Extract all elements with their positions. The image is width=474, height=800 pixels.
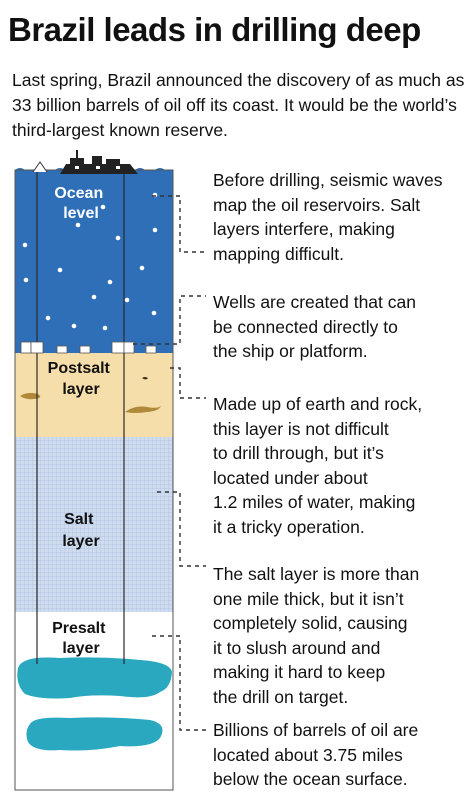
- seismic-dots: [22, 192, 158, 331]
- description-wells: Wells are created that can be connected …: [213, 292, 416, 361]
- drill-ship-icon: [32, 150, 138, 174]
- ocean-layer: [15, 170, 173, 353]
- page-title: Brazil leads in drilling deep: [8, 11, 421, 48]
- salt-layer: [15, 437, 173, 612]
- drill-pipes: [36, 170, 125, 664]
- description-salt: The salt layer is more than one mile thi…: [213, 564, 420, 707]
- sediment-mark: [20, 392, 41, 400]
- description-postsalt: Made up of earth and rock, this layer is…: [213, 394, 423, 537]
- leader-lines: [133, 195, 206, 731]
- ocean-label: Ocean level: [54, 185, 107, 222]
- oil-reservoir: [17, 657, 172, 699]
- presalt-layer: [15, 612, 173, 790]
- sediment-mark: [125, 406, 161, 413]
- sediment-mark: [142, 377, 148, 380]
- postsalt-layer: [15, 353, 173, 437]
- presalt-label: Presalt layer: [52, 620, 110, 657]
- wellheads: [20, 341, 157, 354]
- postsalt-label: Postsalt layer: [48, 360, 115, 398]
- oil-reservoir: [26, 717, 163, 751]
- description-seismic: Before drilling, seismic waves map the o…: [213, 170, 443, 264]
- salt-label: Salt layer: [62, 511, 99, 550]
- intro-text: Last spring, Brazil announced the discov…: [12, 70, 465, 140]
- description-oil: Billions of barrels of oil are located a…: [213, 720, 419, 789]
